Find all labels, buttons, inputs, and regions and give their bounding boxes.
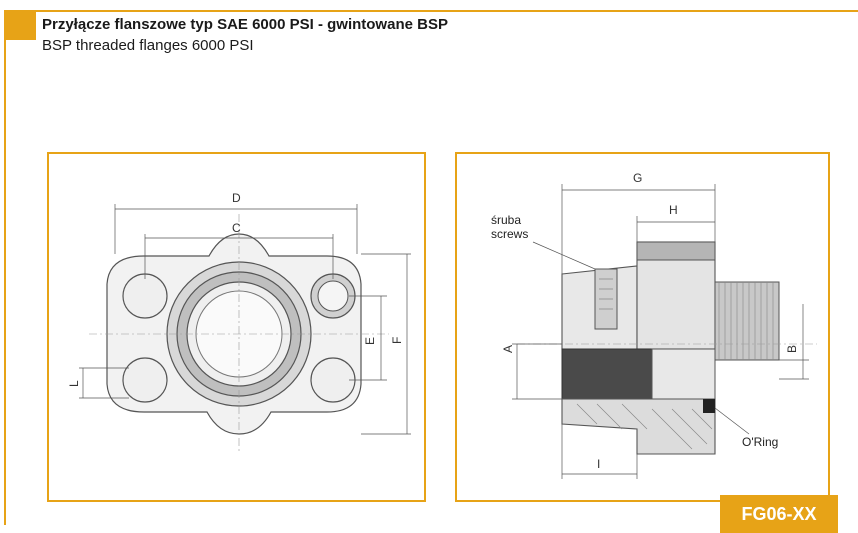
page-subtitle: BSP threaded flanges 6000 PSI <box>42 37 254 54</box>
dim-d: D <box>232 191 241 205</box>
dim-l: L <box>67 380 81 387</box>
dim-g: G <box>633 171 642 185</box>
dim-e: E <box>363 337 377 345</box>
product-code-badge: FG06-XX <box>720 495 838 533</box>
header-tab <box>6 12 36 40</box>
dim-c: C <box>232 221 241 235</box>
page-title: Przyłącze flanszowe typ SAE 6000 PSI - g… <box>42 16 448 33</box>
dim-a: A <box>501 345 515 353</box>
dim-i: I <box>597 457 600 471</box>
side-view-drawing: G H A B I śruba screws O'Ring <box>487 171 817 479</box>
side-view-panel: G H A B I śruba screws O'Ring <box>455 152 830 502</box>
dim-f: F <box>390 337 404 344</box>
dim-b: B <box>785 345 799 353</box>
header-rule <box>4 10 858 12</box>
front-view-drawing: D C E F L <box>67 191 411 454</box>
screw-label-pl: śruba <box>491 213 521 227</box>
screw-label-en: screws <box>491 227 528 241</box>
oring-label: O'Ring <box>742 435 778 449</box>
left-rule <box>4 10 6 525</box>
dim-h: H <box>669 203 678 217</box>
front-view-panel: D C E F L <box>47 152 426 502</box>
